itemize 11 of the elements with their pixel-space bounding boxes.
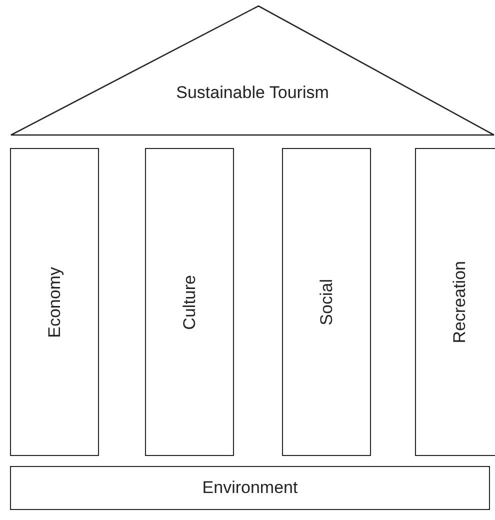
pillar-block xyxy=(282,148,371,456)
pillar-label: Social xyxy=(316,278,336,326)
pillar-block xyxy=(10,148,99,456)
pillar-label: Culture xyxy=(180,274,200,330)
base-label: Environment xyxy=(202,478,298,498)
pillar-block xyxy=(415,148,495,456)
pillar-label: Recreation xyxy=(450,260,470,344)
pillar-label: Economy xyxy=(44,266,64,338)
pillar-block xyxy=(145,148,234,456)
base-block xyxy=(10,466,490,510)
roof-label: Sustainable Tourism xyxy=(176,83,329,103)
